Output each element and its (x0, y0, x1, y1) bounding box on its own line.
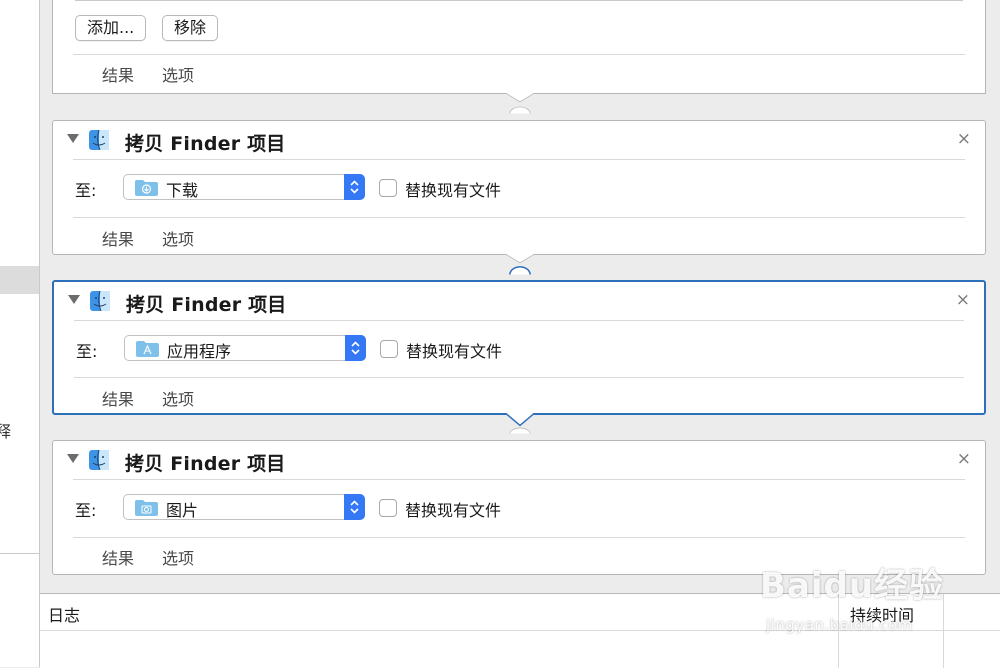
replace-existing-label: 替换现有文件 (405, 501, 502, 520)
popup-stepper[interactable] (345, 335, 366, 361)
action-divider (73, 54, 965, 55)
tab-options[interactable]: 选项 (162, 66, 195, 85)
chevron-up-down-icon (351, 341, 360, 355)
disclosure-triangle-icon[interactable] (67, 134, 79, 143)
action-header: 拷贝 Finder 项目 × (53, 121, 985, 159)
popup-stepper[interactable] (344, 494, 365, 520)
to-label: 至: (75, 181, 97, 200)
action-divider (73, 159, 965, 160)
destination-popup[interactable]: 下载 (123, 174, 365, 200)
disclosure-triangle-icon[interactable] (68, 295, 80, 304)
column-separator[interactable] (838, 594, 839, 668)
action-divider (73, 537, 965, 538)
destination-value: 图片 (166, 501, 199, 520)
add-button[interactable]: 添加... (75, 15, 147, 41)
action-title: 拷贝 Finder 项目 (125, 133, 286, 155)
tab-options[interactable]: 选项 (162, 390, 195, 409)
action-header: 拷贝 Finder 项目 × (53, 441, 985, 479)
action-connector (505, 254, 535, 275)
tab-results[interactable]: 结果 (102, 390, 135, 409)
watermark-brand: Baidu经验 (760, 566, 945, 606)
replace-existing-checkbox[interactable] (380, 340, 398, 358)
applications-folder-icon (136, 341, 159, 357)
finder-icon (89, 450, 109, 470)
action-divider (73, 217, 965, 218)
sidebar-partial-text: 释 (0, 422, 12, 441)
action-copy-finder-items-1[interactable]: 拷贝 Finder 项目 × 至: 下载 替换现有文件 结果 选项 (52, 120, 986, 255)
column-separator[interactable] (943, 594, 944, 668)
tab-options[interactable]: 选项 (162, 230, 195, 249)
sidebar-divider (0, 553, 39, 554)
action-connector (504, 413, 536, 434)
watermark-url: jingyan.baidu.com (766, 616, 913, 634)
destination-value: 下载 (166, 181, 199, 200)
action-connector (505, 93, 535, 114)
destination-value: 应用程序 (167, 342, 232, 361)
chevron-up-down-icon (350, 180, 359, 194)
left-sidebar: 释 (0, 0, 40, 667)
tab-results[interactable]: 结果 (102, 230, 135, 249)
finder-icon (90, 291, 110, 311)
replace-existing-checkbox[interactable] (379, 499, 397, 517)
action-title: 拷贝 Finder 项目 (125, 453, 286, 475)
action-divider (74, 320, 964, 321)
chevron-up-down-icon (350, 500, 359, 514)
duration-column-header[interactable]: 持续时间 (850, 606, 915, 625)
close-icon[interactable]: × (956, 449, 971, 469)
finder-icon (89, 130, 109, 150)
sidebar-selected-row[interactable] (0, 266, 39, 294)
replace-existing-label: 替换现有文件 (406, 342, 503, 361)
destination-popup[interactable]: 图片 (123, 494, 365, 520)
to-label: 至: (76, 342, 98, 361)
action-divider (73, 479, 965, 480)
action-copy-finder-items-3[interactable]: 拷贝 Finder 项目 × 至: 图片 替换现有文件 结果 选项 (52, 440, 986, 575)
log-header (40, 594, 1000, 631)
log-column-header[interactable]: 日志 (48, 606, 81, 625)
tab-results[interactable]: 结果 (102, 549, 135, 568)
to-label: 至: (75, 501, 97, 520)
popup-stepper[interactable] (344, 174, 365, 200)
tab-options[interactable]: 选项 (162, 549, 195, 568)
baidu-watermark: Baidu经验 jingyan.baidu.com (760, 558, 945, 634)
replace-existing-label: 替换现有文件 (405, 181, 502, 200)
disclosure-triangle-icon[interactable] (67, 454, 79, 463)
workflow-area: 添加... 移除 结果 选项 拷贝 Finder 项目 × 至: (40, 0, 1000, 593)
action-copy-finder-items-2[interactable]: 拷贝 Finder 项目 × 至: 应用程序 替换现有文件 结果 选项 (52, 280, 986, 415)
action-divider (74, 377, 964, 378)
close-icon[interactable]: × (956, 129, 971, 149)
download-folder-icon (135, 180, 158, 196)
file-list-bottom-edge (75, 0, 963, 1)
destination-popup[interactable]: 应用程序 (124, 335, 366, 361)
log-panel: 日志 持续时间 (40, 593, 1000, 668)
action-header: 拷贝 Finder 项目 × (54, 282, 984, 320)
close-icon[interactable]: × (955, 290, 970, 310)
replace-existing-checkbox[interactable] (379, 179, 397, 197)
action-title: 拷贝 Finder 项目 (126, 294, 287, 316)
pictures-folder-icon (135, 500, 158, 516)
action-partial-top: 添加... 移除 结果 选项 (52, 0, 986, 94)
remove-button[interactable]: 移除 (162, 15, 219, 41)
tab-results[interactable]: 结果 (102, 66, 135, 85)
